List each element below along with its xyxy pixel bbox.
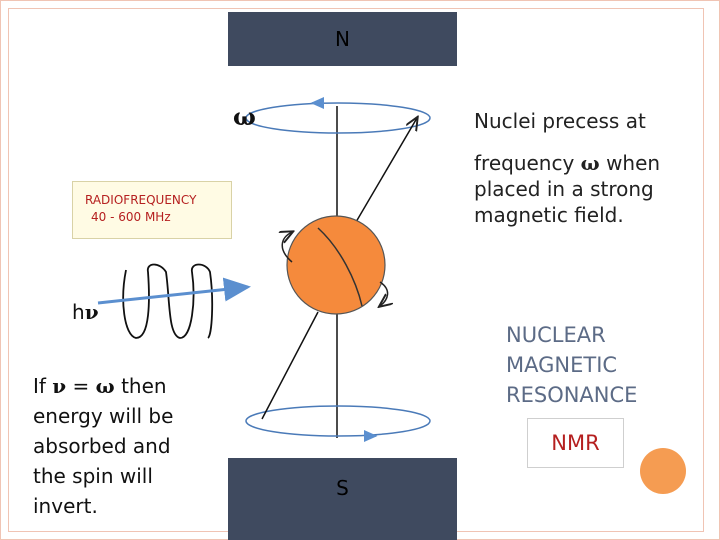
bottom-precession-ellipse bbox=[245, 405, 431, 437]
nmr-full-name: NUCLEAR MAGNETIC RESONANCE bbox=[480, 320, 660, 410]
resonance-line-4: the spin will bbox=[33, 464, 153, 488]
precession-line-2: frequency ω when bbox=[474, 148, 660, 178]
photon-energy-label: hν bbox=[72, 300, 99, 324]
nmr-abbreviation-box: NMR bbox=[527, 418, 624, 468]
resonance-line-3: absorbed and bbox=[33, 434, 171, 458]
decorative-orange-dot bbox=[640, 448, 686, 494]
precession-line-2-end: when bbox=[599, 151, 661, 175]
resonance-equals: = bbox=[66, 374, 96, 398]
north-label: N bbox=[335, 27, 350, 51]
resonance-line-1: If ν = ω then bbox=[33, 371, 173, 401]
precession-line-2-start: frequency bbox=[474, 151, 581, 175]
nucleus-sphere bbox=[286, 215, 386, 315]
spin-axis-upper bbox=[355, 118, 417, 223]
photon-wave bbox=[122, 263, 214, 339]
nmr-abbreviation: NMR bbox=[551, 431, 600, 455]
resonance-nu: ν bbox=[52, 374, 67, 398]
resonance-if: If bbox=[33, 374, 53, 398]
resonance-line-2: energy will be bbox=[33, 404, 174, 428]
south-label: S bbox=[336, 476, 349, 500]
nu-symbol: ν bbox=[84, 300, 99, 324]
precession-line-4: magnetic field. bbox=[474, 203, 624, 227]
nucleus-spin-line bbox=[317, 227, 363, 307]
south-magnet: S bbox=[228, 458, 457, 540]
nmr-word-resonance: RESONANCE bbox=[506, 383, 638, 407]
omega-symbol: ω bbox=[233, 102, 256, 131]
radiofrequency-box: RADIOFREQUENCY 40 - 600 MHz bbox=[72, 181, 232, 239]
radiofrequency-title: RADIOFREQUENCY bbox=[85, 193, 197, 207]
top-precession-ellipse bbox=[245, 102, 431, 134]
spin-rotation-arrow-right bbox=[380, 281, 388, 306]
spin-rotation-arrow-left bbox=[282, 232, 292, 263]
resonance-line-5: invert. bbox=[33, 494, 98, 518]
photon-arrow bbox=[97, 277, 251, 305]
precession-line-3: placed in a strong bbox=[474, 177, 654, 201]
spin-axis-lower bbox=[261, 311, 319, 420]
resonance-condition-text: If ν = ω then energy will be absorbed an… bbox=[33, 371, 173, 521]
precession-omega: ω bbox=[580, 151, 600, 175]
resonance-omega: ω bbox=[95, 374, 115, 398]
resonance-then: then bbox=[114, 374, 167, 398]
precession-description: Nuclei precess at frequency ω when place… bbox=[474, 106, 660, 230]
nmr-word-magnetic: MAGNETIC bbox=[506, 353, 618, 377]
omega-label: ω bbox=[233, 102, 256, 131]
radiofrequency-range: 40 - 600 MHz bbox=[91, 210, 171, 224]
north-magnet: N bbox=[228, 12, 457, 66]
nmr-word-nuclear: NUCLEAR bbox=[506, 323, 606, 347]
precession-line-1: Nuclei precess at bbox=[474, 109, 646, 133]
planck-h: h bbox=[72, 300, 85, 324]
